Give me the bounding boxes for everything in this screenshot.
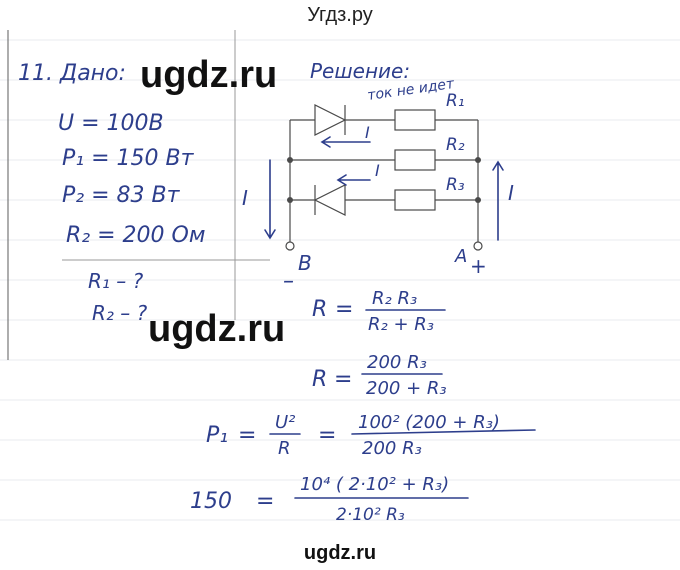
diode-top [314, 104, 347, 136]
eq1-denominator: R₂ + R₃ [368, 314, 434, 335]
eq2-numerator: 200 R₃ [367, 352, 427, 373]
current-arrows [264, 136, 504, 241]
eq3-numerator-2: 100² (200 + R₃) [358, 412, 500, 433]
eq1-equals: = [335, 297, 353, 322]
eq3-denominator-1: R [278, 438, 291, 459]
terminal-a-label: A [454, 246, 467, 267]
eq2-denominator: 200 + R₃ [366, 378, 447, 399]
eq3-numerator-1: U² [275, 412, 295, 433]
eq1-numerator: R₂ R₃ [372, 288, 417, 309]
label-r3: R₃ [446, 175, 465, 195]
solution-heading: Решение: [310, 59, 410, 83]
label-r2: R₂ [446, 135, 465, 155]
find-r2: R₂ – ? [92, 301, 148, 325]
site-header: Угдз.ру [307, 4, 373, 26]
eq4-numerator: 10⁴ ( 2·10² + R₃) [300, 474, 449, 495]
plus-sign: + [470, 254, 487, 278]
given-voltage: U = 100В [58, 111, 164, 136]
eq3-denominator-2: 200 R₃ [362, 438, 422, 459]
resistor-r1 [394, 109, 436, 131]
eq2-equals: = [334, 367, 352, 392]
site-footer: ugdz.ru [303, 542, 377, 564]
eq3-equals-1: = [238, 423, 256, 448]
label-r1: R₁ [446, 91, 465, 111]
eq4-equals: = [256, 489, 274, 514]
current-label-mid: I [375, 161, 380, 180]
given-resistance-2: R₂ = 200 Ом [66, 223, 205, 248]
eq3-equals-2: = [318, 423, 336, 448]
eq2-lhs: R [312, 367, 327, 392]
eq3-fraction-bar-2 [351, 429, 536, 435]
notebook-page: 11. Дано: U = 100В P₁ = 150 Вт P₂ = 83 В… [0, 30, 680, 525]
current-label-top: I [365, 123, 370, 142]
given-power-1: P₁ = 150 Вт [62, 146, 195, 171]
eq4-lhs: 150 [190, 489, 232, 514]
current-label-left: I [242, 186, 248, 210]
find-r1: R₁ – ? [88, 269, 144, 293]
resistor-r3 [394, 189, 436, 211]
given-heading: Дано: [59, 61, 126, 86]
given-power-2: P₂ = 83 Вт [62, 183, 181, 208]
watermark-top: ugdz.ru [140, 54, 278, 96]
diode-bottom [313, 184, 346, 216]
eq1-lhs: R [312, 297, 327, 322]
watermark-middle: ugdz.ru [148, 308, 286, 350]
terminal-b-label: B [298, 251, 312, 275]
problem-number: 11. [18, 61, 53, 86]
current-label-right: I [508, 181, 514, 205]
resistor-r2 [394, 149, 436, 171]
eq3-lhs: P₁ [206, 423, 228, 448]
minus-sign: – [283, 269, 294, 294]
eq4-denominator: 2·10² R₃ [336, 505, 405, 525]
